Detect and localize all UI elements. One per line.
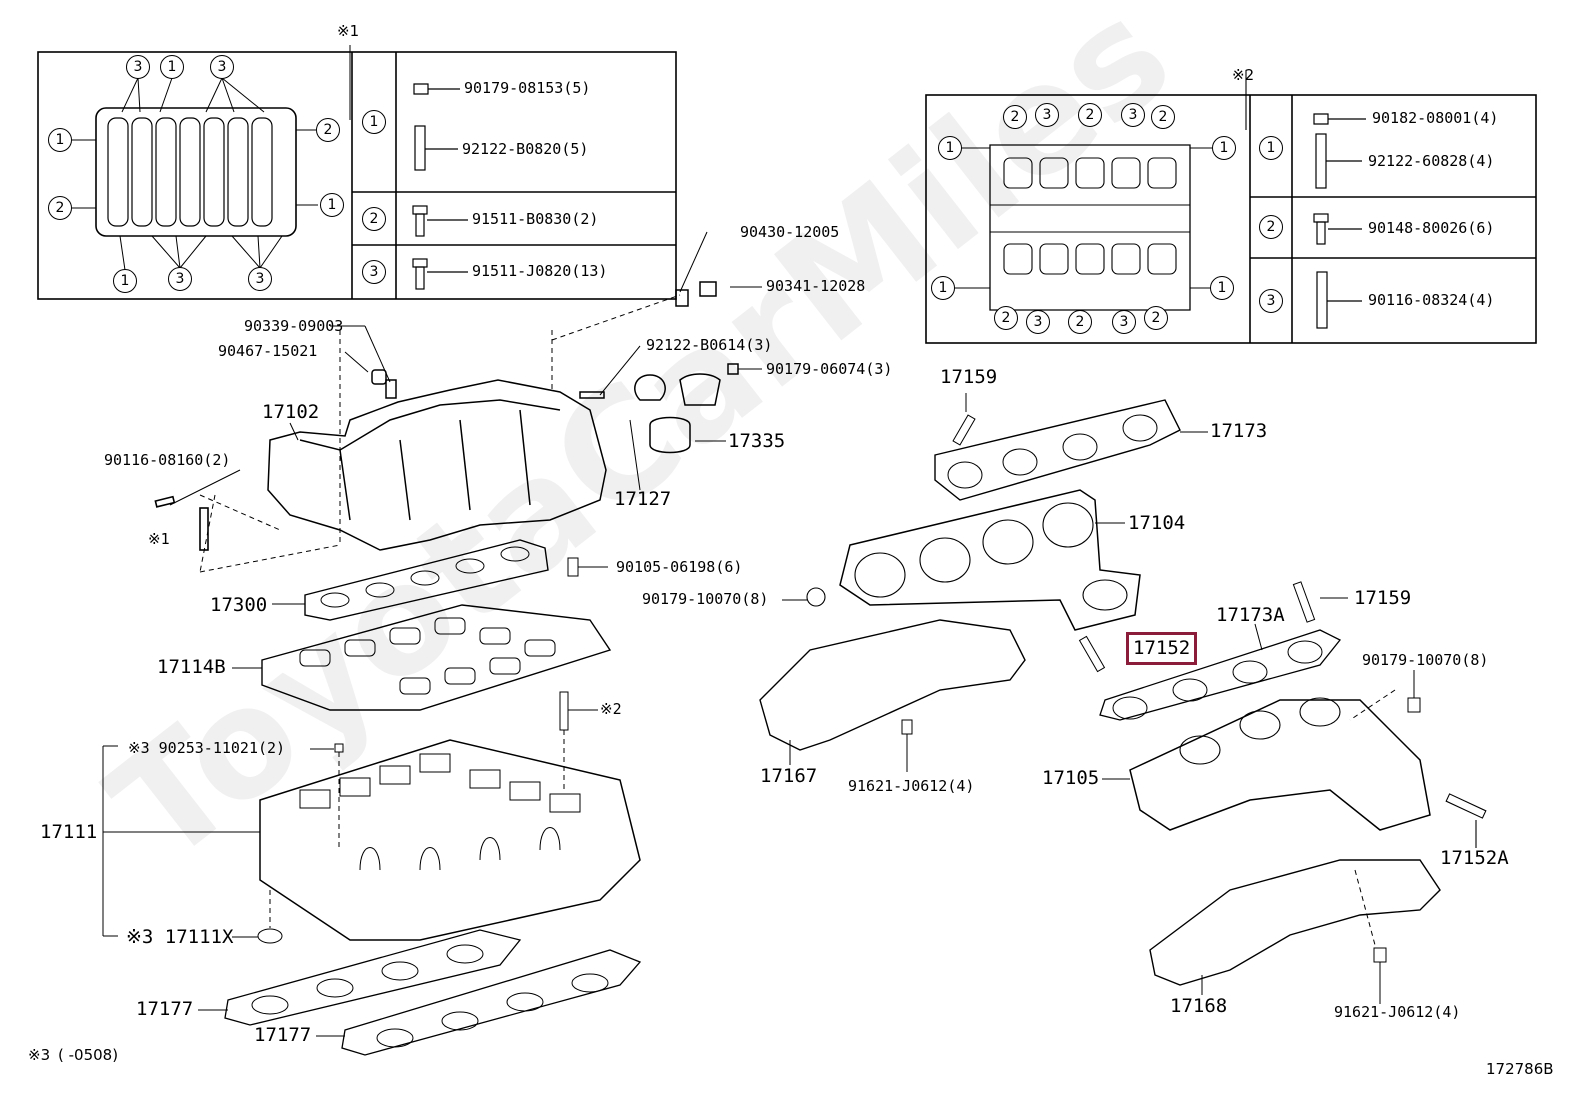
highlighted-part-label[interactable]: 17152 bbox=[1125, 632, 1198, 665]
part-label[interactable]: 17104 bbox=[1128, 512, 1186, 534]
table1-key: 1 bbox=[362, 110, 386, 134]
part-label[interactable]: 17177 bbox=[254, 1024, 312, 1046]
callout-circle: 3 bbox=[1112, 310, 1136, 334]
part-label[interactable]: 17173 bbox=[1210, 420, 1268, 442]
footnote-text: ( -0508) bbox=[58, 1046, 119, 1064]
table1-key: 2 bbox=[362, 207, 386, 231]
part-number[interactable]: 92122-60828(4) bbox=[1368, 152, 1495, 170]
part-label[interactable]: 91621-J0612(4) bbox=[1334, 1003, 1461, 1021]
table2-key: 3 bbox=[1259, 289, 1283, 313]
callout-circle: 2 bbox=[1144, 306, 1168, 330]
part-label[interactable]: 90430-12005 bbox=[740, 223, 840, 241]
part-label: ※1 bbox=[148, 530, 170, 548]
part-label[interactable]: 17127 bbox=[614, 488, 672, 510]
callout-circle: 1 bbox=[320, 193, 344, 217]
part-number[interactable]: 91511-B0830(2) bbox=[472, 210, 599, 228]
callout-circle: 1 bbox=[938, 136, 962, 160]
detail-box-2 bbox=[925, 94, 1537, 344]
callout-circle: 3 bbox=[1035, 103, 1059, 127]
part-label[interactable]: 90105-06198(6) bbox=[616, 558, 743, 576]
footnote-prefix: ※3 bbox=[28, 1046, 51, 1064]
part-number[interactable]: 92122-B0820(5) bbox=[462, 140, 589, 158]
callout-circle: 1 bbox=[48, 128, 72, 152]
part-label[interactable]: 17177 bbox=[136, 998, 194, 1020]
callout-circle: 1 bbox=[1212, 136, 1236, 160]
part-number[interactable]: 90179-08153(5) bbox=[464, 79, 591, 97]
callout-circle: 2 bbox=[1078, 103, 1102, 127]
part-label[interactable]: 90179-06074(3) bbox=[766, 360, 893, 378]
part-label[interactable]: 17102 bbox=[262, 401, 320, 423]
ref-mark-2: ※2 bbox=[1232, 66, 1255, 84]
part-label[interactable]: 17159 bbox=[940, 366, 998, 388]
part-label[interactable]: 90116-08160(2) bbox=[104, 451, 231, 469]
part-label[interactable]: 17335 bbox=[728, 430, 786, 452]
part-label[interactable]: 17111 bbox=[40, 821, 98, 843]
callout-circle: 3 bbox=[126, 55, 150, 79]
table2-key: 2 bbox=[1259, 215, 1283, 239]
callout-circle: 2 bbox=[316, 118, 340, 142]
callout-circle: 3 bbox=[168, 267, 192, 291]
part-label[interactable]: 17167 bbox=[760, 765, 818, 787]
part-label: ※2 bbox=[600, 700, 622, 718]
part-label[interactable]: 17114B bbox=[157, 656, 226, 678]
detail-box-1 bbox=[37, 51, 677, 300]
part-label[interactable]: 90179-10070(8) bbox=[642, 590, 769, 608]
part-label[interactable]: 17152A bbox=[1440, 847, 1509, 869]
part-number[interactable]: 90182-08001(4) bbox=[1372, 109, 1499, 127]
callout-circle: 1 bbox=[160, 55, 184, 79]
part-label[interactable]: ※3 17111X bbox=[126, 926, 234, 948]
callout-circle: 2 bbox=[48, 196, 72, 220]
part-label[interactable]: 17159 bbox=[1354, 587, 1412, 609]
figure-code: 172786B bbox=[1486, 1060, 1554, 1078]
part-label[interactable]: 17173A bbox=[1216, 604, 1285, 626]
callout-circle: 2 bbox=[1003, 105, 1027, 129]
callout-circle: 3 bbox=[1121, 103, 1145, 127]
part-number[interactable]: 90148-80026(6) bbox=[1368, 219, 1495, 237]
table2-key: 1 bbox=[1259, 136, 1283, 160]
callout-circle: 3 bbox=[210, 55, 234, 79]
callout-circle: 1 bbox=[113, 269, 137, 293]
callout-circle: 2 bbox=[1068, 310, 1092, 334]
part-label[interactable]: ※3 90253-11021(2) bbox=[128, 739, 286, 757]
part-number[interactable]: 91511-J0820(13) bbox=[472, 262, 608, 280]
part-number[interactable]: 90116-08324(4) bbox=[1368, 291, 1495, 309]
callout-circle: 3 bbox=[248, 267, 272, 291]
callout-circle: 2 bbox=[994, 306, 1018, 330]
part-label[interactable]: 90179-10070(8) bbox=[1362, 651, 1489, 669]
part-label[interactable]: 17105 bbox=[1042, 767, 1100, 789]
callout-circle: 3 bbox=[1026, 310, 1050, 334]
part-label[interactable]: 17168 bbox=[1170, 995, 1228, 1017]
part-label[interactable]: 90339-09003 bbox=[244, 317, 344, 335]
part-label[interactable]: 91621-J0612(4) bbox=[848, 777, 975, 795]
table1-key: 3 bbox=[362, 260, 386, 284]
callout-circle: 2 bbox=[1151, 105, 1175, 129]
callout-circle: 1 bbox=[1210, 276, 1234, 300]
part-label[interactable]: 90341-12028 bbox=[766, 277, 866, 295]
part-label[interactable]: 90467-15021 bbox=[218, 342, 318, 360]
part-label[interactable]: 92122-B0614(3) bbox=[646, 336, 773, 354]
callout-circle: 1 bbox=[931, 276, 955, 300]
ref-mark-1: ※1 bbox=[337, 22, 360, 40]
part-label[interactable]: 17300 bbox=[210, 594, 268, 616]
